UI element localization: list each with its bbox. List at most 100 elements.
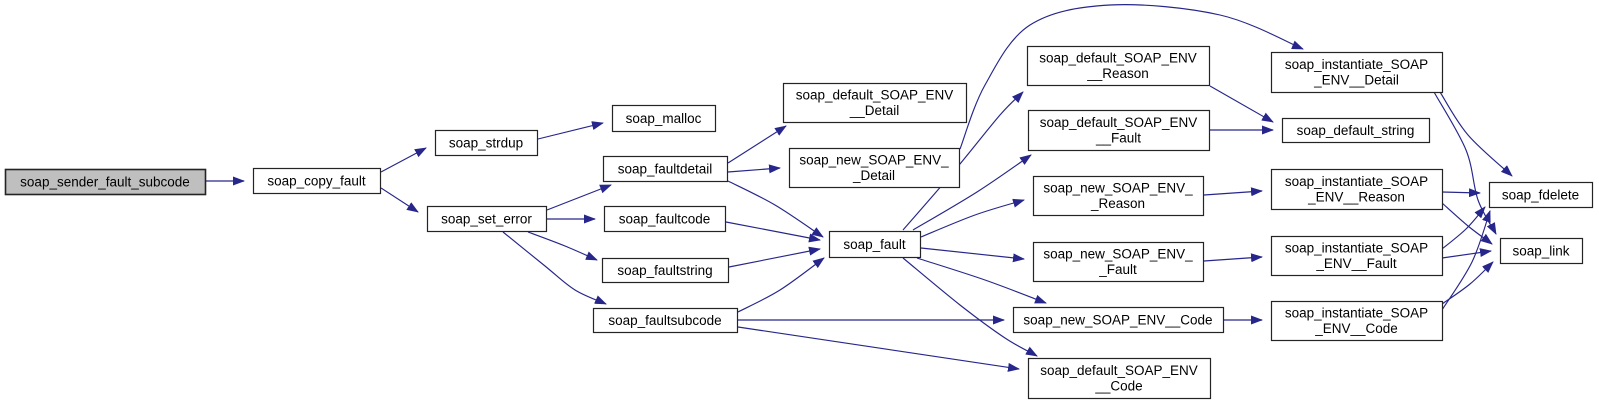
node-box[interactable] bbox=[1032, 175, 1205, 217]
node-soap-faultstring[interactable]: soap_faultstring bbox=[601, 257, 730, 284]
node-soap-malloc[interactable]: soap_malloc bbox=[611, 104, 717, 133]
node-box[interactable] bbox=[1270, 235, 1444, 277]
node-soap-new-SOAP-ENV-Fault[interactable]: soap_new_SOAP_ENV__Fault bbox=[1032, 241, 1205, 283]
edge-inst_reason-to-fdelete bbox=[1441, 188, 1481, 198]
node-label: soap_new_SOAP_ENV__Reason bbox=[1043, 181, 1193, 212]
edge-faultdetail-to-new_detail bbox=[727, 164, 781, 174]
edge-new_detail-to-inst_detail bbox=[959, 4, 1304, 150]
node-label: soap_copy_fault bbox=[267, 173, 366, 188]
node-soap-fdelete[interactable]: soap_fdelete bbox=[1488, 181, 1594, 209]
edge-copy_fault-to-strdup bbox=[380, 147, 427, 173]
node-box[interactable] bbox=[782, 82, 968, 124]
edge-new_fault-to-inst_fault bbox=[1203, 253, 1263, 263]
node-soap-strdup[interactable]: soap_strdup bbox=[434, 129, 539, 157]
edge-faultcode-to-fault bbox=[725, 221, 821, 243]
edge-faultdetail-to-fault bbox=[727, 180, 824, 238]
edge-fault-to-new_reason bbox=[920, 198, 1025, 238]
node-label: soap_new_SOAP_ENV__Detail bbox=[799, 153, 949, 184]
edge-fault-to-default_code bbox=[902, 257, 1038, 357]
node-label: soap_set_error bbox=[441, 211, 532, 226]
edge-inst_fault-to-link bbox=[1441, 248, 1492, 259]
node-soap-faultsubcode[interactable]: soap_faultsubcode bbox=[592, 307, 739, 334]
edge-set_error-to-faultdetail bbox=[546, 184, 612, 211]
node-label: soap_faultsubcode bbox=[608, 313, 721, 328]
node-soap-faultcode[interactable]: soap_faultcode bbox=[603, 205, 727, 233]
node-soap-default-string[interactable]: soap_default_string bbox=[1281, 117, 1431, 144]
node-box[interactable] bbox=[434, 129, 539, 157]
node-box[interactable] bbox=[603, 205, 727, 233]
node-soap-sender-fault-subcode[interactable]: soap_sender_fault_subcode bbox=[4, 168, 207, 196]
edge-inst_reason-to-link bbox=[1441, 202, 1493, 245]
node-soap-fault[interactable]: soap_fault bbox=[828, 230, 922, 259]
edge-faultstring-to-fault bbox=[728, 246, 821, 268]
node-soap-new-SOAP-ENV-Detail[interactable]: soap_new_SOAP_ENV__Detail bbox=[788, 147, 961, 189]
edge-fault-to-default_fault bbox=[912, 154, 1032, 231]
node-label: soap_instantiate_SOAP_ENV__Reason bbox=[1285, 174, 1428, 205]
node-label: soap_strdup bbox=[449, 135, 523, 150]
node-label: soap_default_SOAP_ENV__Code bbox=[1040, 363, 1198, 394]
node-label: soap_new_SOAP_ENV__Fault bbox=[1043, 247, 1193, 278]
node-box[interactable] bbox=[828, 230, 922, 259]
edge-fault-to-default_reason bbox=[902, 91, 1024, 231]
node-label: soap_malloc bbox=[626, 111, 702, 126]
edge-faultdetail-to-default_detail bbox=[727, 125, 787, 164]
node-soap-default-SOAP-ENV-Code[interactable]: soap_default_SOAP_ENV__Code bbox=[1027, 357, 1212, 400]
edge-default_reason-to-default_string bbox=[1209, 85, 1274, 123]
node-soap-link[interactable]: soap_link bbox=[1499, 237, 1584, 265]
edge-inst_code-to-link bbox=[1441, 261, 1494, 305]
node-label: soap_faultcode bbox=[619, 211, 711, 226]
node-label: soap_sender_fault_subcode bbox=[20, 174, 190, 189]
node-box[interactable] bbox=[1270, 51, 1444, 94]
edge-faultsubcode-to-fault bbox=[737, 257, 825, 313]
edge-copy_fault-to-set_error bbox=[380, 187, 419, 213]
edge-inst_detail-to-fdelete bbox=[1439, 91, 1513, 177]
node-label: soap_default_string bbox=[1297, 123, 1415, 138]
node-label: soap_instantiate_SOAP_ENV__Detail bbox=[1285, 57, 1428, 88]
node-box[interactable] bbox=[1027, 357, 1212, 400]
node-box[interactable] bbox=[611, 104, 717, 133]
node-box[interactable] bbox=[252, 167, 382, 195]
node-box[interactable] bbox=[788, 147, 961, 189]
edge-inst_detail-to-link bbox=[1433, 91, 1497, 235]
node-box[interactable] bbox=[1270, 300, 1444, 342]
node-box[interactable] bbox=[592, 307, 739, 334]
node-soap-instantiate-SOAP-ENV-Fault[interactable]: soap_instantiate_SOAP_ENV__Fault bbox=[1270, 235, 1444, 277]
node-soap-instantiate-SOAP-ENV-Code[interactable]: soap_instantiate_SOAP_ENV__Code bbox=[1270, 300, 1444, 342]
node-box[interactable] bbox=[1027, 109, 1211, 152]
node-box[interactable] bbox=[1281, 117, 1431, 144]
edge-set_error-to-faultsubcode bbox=[502, 231, 607, 305]
edge-fault-to-new_code bbox=[916, 257, 1047, 304]
node-soap-copy-fault[interactable]: soap_copy_fault bbox=[252, 167, 382, 195]
node-label: soap_link bbox=[1512, 243, 1569, 258]
node-soap-instantiate-SOAP-ENV-Detail[interactable]: soap_instantiate_SOAP_ENV__Detail bbox=[1270, 51, 1444, 94]
edge-new_reason-to-inst_reason bbox=[1203, 187, 1263, 197]
node-box[interactable] bbox=[602, 155, 729, 183]
node-label: soap_default_SOAP_ENV__Fault bbox=[1040, 115, 1198, 146]
node-soap-set-error[interactable]: soap_set_error bbox=[426, 205, 548, 233]
node-label: soap_fault bbox=[843, 237, 906, 252]
node-box[interactable] bbox=[1026, 45, 1211, 87]
node-soap-default-SOAP-ENV-Fault[interactable]: soap_default_SOAP_ENV__Fault bbox=[1027, 109, 1211, 152]
node-box[interactable] bbox=[1270, 168, 1444, 211]
node-soap-new-SOAP-ENV-Reason[interactable]: soap_new_SOAP_ENV__Reason bbox=[1032, 175, 1205, 217]
node-label: soap_faultstring bbox=[617, 263, 712, 278]
node-soap-new-SOAP-ENV-Code[interactable]: soap_new_SOAP_ENV__Code bbox=[1012, 306, 1225, 334]
node-box[interactable] bbox=[426, 205, 548, 233]
node-label: soap_default_SOAP_ENV__Reason bbox=[1039, 51, 1197, 82]
node-box[interactable] bbox=[1499, 237, 1584, 265]
node-box[interactable] bbox=[1032, 241, 1205, 283]
node-soap-default-SOAP-ENV-Reason[interactable]: soap_default_SOAP_ENV__Reason bbox=[1026, 45, 1211, 87]
node-label: soap_faultdetail bbox=[618, 161, 713, 176]
node-box[interactable] bbox=[1488, 181, 1594, 209]
node-box[interactable] bbox=[4, 168, 207, 196]
node-box[interactable] bbox=[601, 257, 730, 284]
node-soap-instantiate-SOAP-ENV-Reason[interactable]: soap_instantiate_SOAP_ENV__Reason bbox=[1270, 168, 1444, 211]
edge-fault-to-new_fault bbox=[920, 247, 1025, 263]
node-soap-default-SOAP-ENV-Detail[interactable]: soap_default_SOAP_ENV__Detail bbox=[782, 82, 968, 124]
node-label: soap_instantiate_SOAP_ENV__Code bbox=[1285, 306, 1428, 337]
node-soap-faultdetail[interactable]: soap_faultdetail bbox=[602, 155, 729, 183]
node-box[interactable] bbox=[1012, 306, 1225, 334]
node-label: soap_fdelete bbox=[1502, 187, 1579, 202]
